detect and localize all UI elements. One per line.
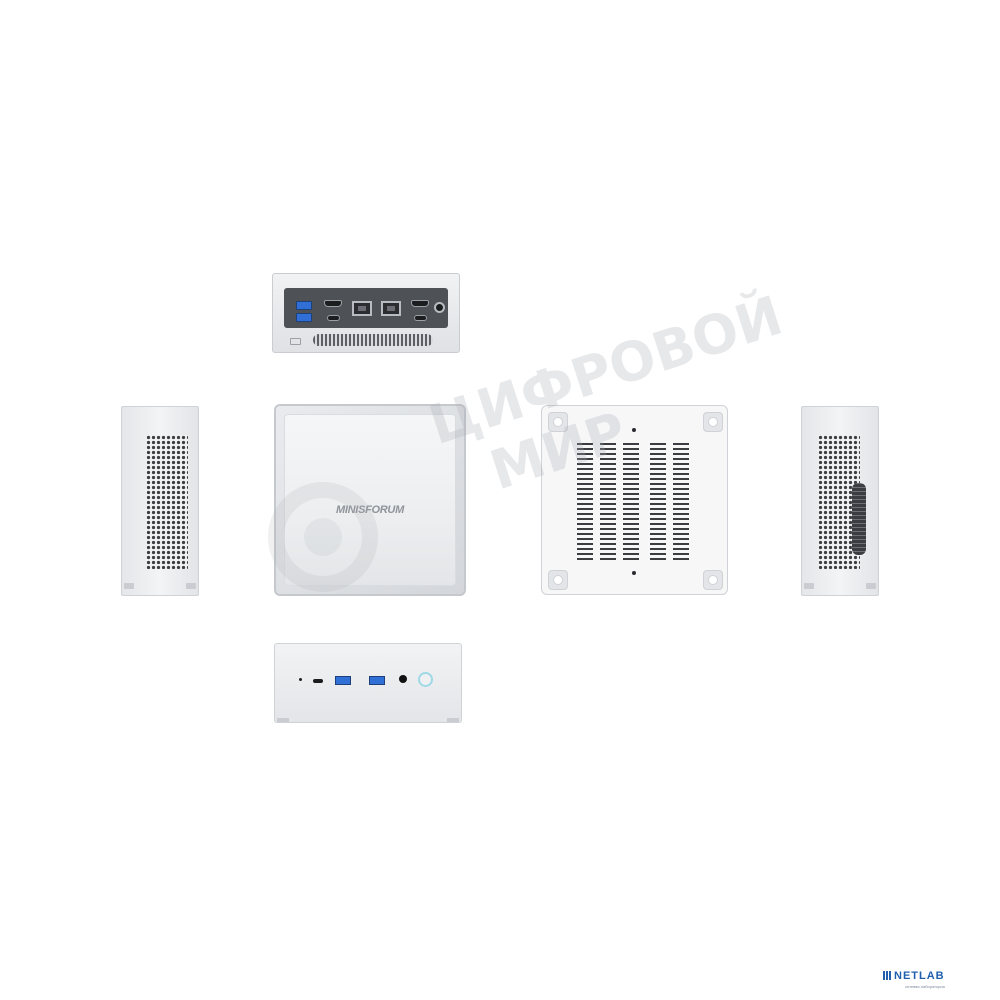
back-vent bbox=[313, 334, 433, 346]
lock-slot-icon bbox=[290, 338, 301, 345]
hdmi-port bbox=[411, 300, 429, 307]
side-foot bbox=[866, 583, 876, 589]
mini-pc-back-view bbox=[272, 273, 460, 353]
side-foot bbox=[186, 583, 196, 589]
back-io-panel bbox=[284, 288, 448, 328]
usb-a-port bbox=[369, 676, 385, 685]
bottom-vent-slots bbox=[600, 440, 616, 560]
mini-pc-bottom-view bbox=[541, 405, 728, 595]
side-vent-grid bbox=[146, 435, 188, 569]
front-foot bbox=[277, 718, 289, 722]
bottom-vent-slots bbox=[673, 440, 689, 560]
netlab-tagline: сетевая лаборатория bbox=[905, 984, 945, 989]
ethernet-port bbox=[352, 301, 372, 316]
side-foot bbox=[124, 583, 134, 589]
side-exhaust-slot bbox=[852, 483, 866, 555]
netlab-logo-icon bbox=[883, 971, 891, 980]
side-foot bbox=[804, 583, 814, 589]
watermark-gear-icon bbox=[268, 482, 378, 592]
ethernet-port bbox=[381, 301, 401, 316]
usb-c-port bbox=[327, 315, 340, 321]
netlab-logo: NETLAB bbox=[894, 970, 945, 982]
mini-pc-right-side-view bbox=[801, 406, 879, 596]
bottom-vent-slots bbox=[577, 440, 593, 560]
bottom-vent-slots bbox=[623, 440, 639, 560]
bottom-vent-slots bbox=[650, 440, 666, 560]
dc-in-port bbox=[434, 302, 445, 313]
rubber-foot bbox=[548, 412, 568, 432]
mini-pc-front-view bbox=[274, 643, 462, 723]
rubber-foot bbox=[548, 570, 568, 590]
mini-pc-left-side-view bbox=[121, 406, 199, 596]
usb-a-port bbox=[296, 313, 312, 322]
screw bbox=[632, 571, 636, 575]
screw bbox=[632, 428, 636, 432]
usb-c-port bbox=[313, 679, 323, 683]
front-foot bbox=[447, 718, 459, 722]
usb-a-port bbox=[335, 676, 351, 685]
hdmi-port bbox=[324, 300, 342, 307]
rubber-foot bbox=[703, 570, 723, 590]
usb-c-port bbox=[414, 315, 427, 321]
usb-a-port bbox=[296, 301, 312, 310]
rubber-foot bbox=[703, 412, 723, 432]
mic-hole bbox=[299, 678, 302, 681]
audio-jack bbox=[399, 675, 407, 683]
power-button bbox=[418, 672, 433, 687]
